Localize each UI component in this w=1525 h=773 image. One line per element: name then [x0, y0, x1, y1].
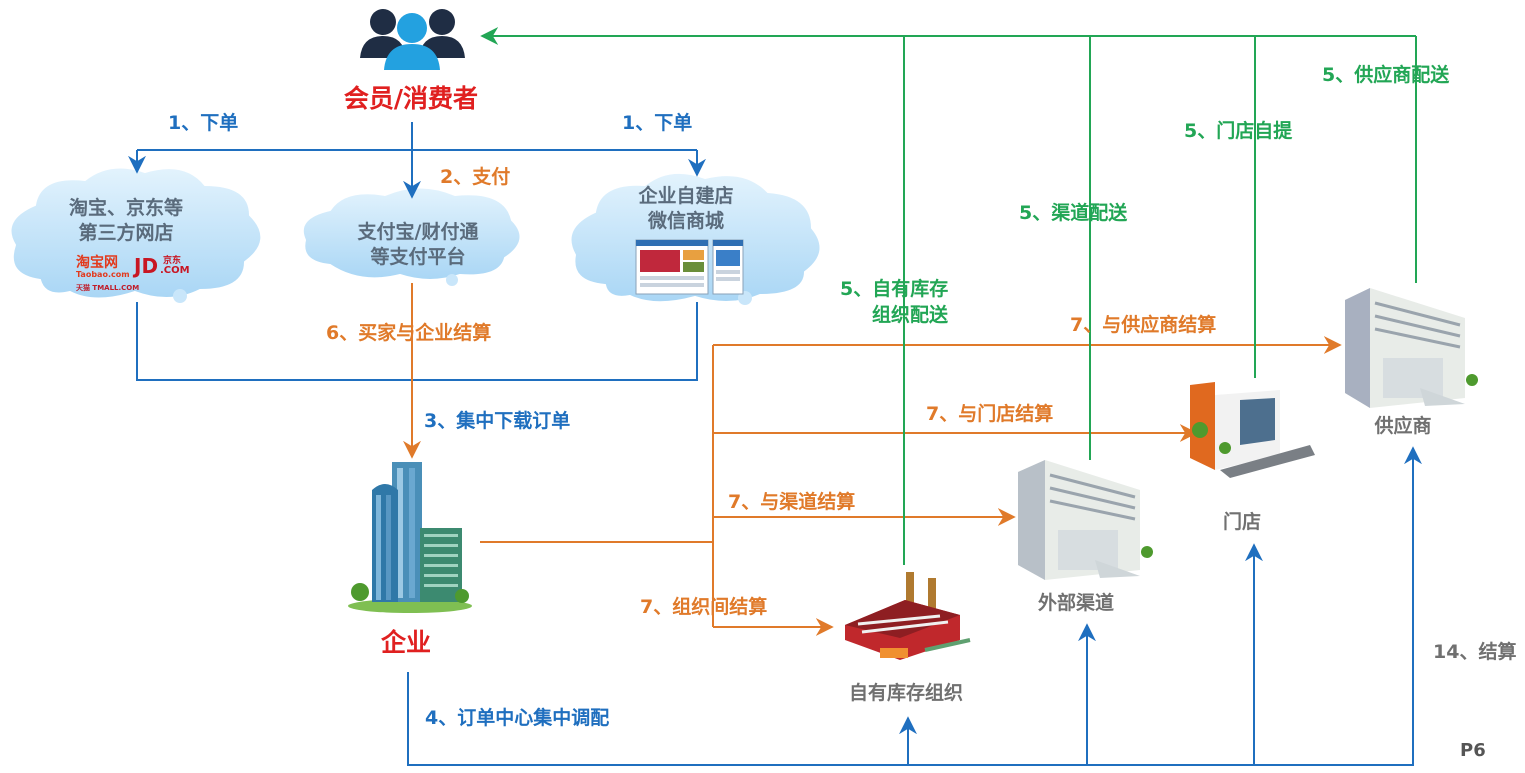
- enterprise-label: 企业: [380, 628, 432, 657]
- step-settle-supplier: 7、与供应商结算: [1070, 314, 1217, 336]
- taobao-logo: 淘宝网: [76, 255, 118, 271]
- step-settle-store: 7、与门店结算: [926, 403, 1054, 425]
- consumer-label: 会员/消费者: [343, 84, 479, 113]
- step-own-delivery-1: 5、自有库存: [840, 278, 949, 300]
- step-order-left: 1、下单: [168, 112, 239, 134]
- factory-icon: [845, 572, 971, 660]
- page-number: P6: [1460, 740, 1486, 761]
- step-settle-channel: 7、与渠道结算: [728, 491, 856, 513]
- node-store: 门店: [1222, 511, 1262, 533]
- store-building-icon: [1190, 382, 1315, 478]
- step-buyer-settle: 6、买家与企业结算: [326, 322, 492, 344]
- cloud-self-store-text: 企业自建店 微信商城: [638, 185, 734, 232]
- step-channel-delivery: 5、渠道配送: [1019, 202, 1128, 224]
- taobao-url: Taobao.com: [76, 270, 130, 279]
- users-icon: [360, 9, 465, 70]
- step-own-delivery-2: 组织配送: [872, 304, 949, 326]
- node-external-channel: 外部渠道: [1037, 592, 1115, 614]
- step-dispatch: 4、订单中心集中调配: [425, 707, 610, 729]
- web-page-thumbnail: [635, 239, 744, 295]
- step-pay: 2、支付: [440, 166, 511, 188]
- cloud-third-party-text: 淘宝、京东等 第三方网店: [68, 197, 184, 244]
- step-supplier-delivery: 5、供应商配送: [1322, 64, 1450, 86]
- channel-building-icon: [1018, 460, 1153, 580]
- step-settle-14: 14、结算: [1433, 641, 1517, 663]
- cloud-payment-text: 支付宝/财付通 等支付平台: [357, 221, 479, 268]
- jd-sub: 京东: [163, 256, 182, 266]
- node-own-inventory: 自有库存组织: [848, 682, 964, 704]
- supplier-building-icon: [1345, 288, 1478, 408]
- enterprise-building-icon: [348, 462, 472, 613]
- orange-settlement-lines: [403, 283, 1342, 636]
- step-store-pickup: 5、门店自提: [1184, 120, 1293, 142]
- cloud-third-party: [9, 166, 263, 303]
- cloud-payment: [301, 186, 522, 286]
- tmall-logo: 天猫 TMALL.COM: [76, 284, 140, 292]
- green-delivery-lines: [480, 27, 1417, 565]
- node-supplier: 供应商: [1374, 415, 1432, 437]
- jd-logo: JD: [134, 254, 159, 278]
- jd-com: .COM: [160, 265, 190, 276]
- step-download: 3、集中下载订单: [424, 410, 571, 432]
- step-settle-org: 7、组织间结算: [640, 596, 768, 618]
- step-order-right: 1、下单: [622, 112, 693, 134]
- blue-order-lines: [128, 122, 1422, 766]
